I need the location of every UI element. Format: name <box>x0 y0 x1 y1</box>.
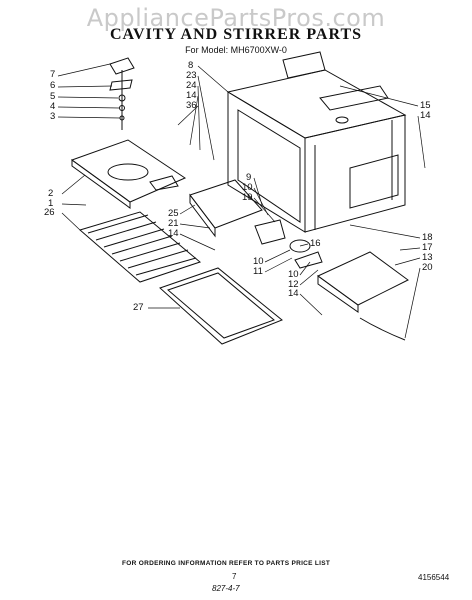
callout-16: 16 <box>310 238 321 249</box>
glass-tray <box>159 267 283 345</box>
callout-9: 9 <box>246 172 252 183</box>
callout-21: 21 <box>168 218 179 229</box>
stirrer-motor <box>254 219 323 269</box>
watermark: AppliancePartsPros.com <box>86 4 386 32</box>
bottom-cover <box>70 139 187 209</box>
callout-4: 4 <box>50 101 56 112</box>
callout-10: 10 <box>253 256 264 267</box>
callout-6: 6 <box>50 80 56 91</box>
oven-rack <box>78 211 202 283</box>
callout-25: 25 <box>168 208 179 219</box>
callout-13: 13 <box>422 252 433 263</box>
callout-14: 14 <box>168 228 179 239</box>
callout-27: 27 <box>133 302 144 313</box>
callout-11: 11 <box>253 266 263 277</box>
callout-23: 23 <box>186 70 197 81</box>
callout-12: 12 <box>288 279 299 290</box>
callout-5: 5 <box>50 91 56 102</box>
page-title: CAVITY AND STIRRER PARTS <box>109 26 363 43</box>
callout-20: 20 <box>422 262 433 273</box>
callout-36: 36 <box>186 100 197 111</box>
callout-26: 26 <box>44 207 55 218</box>
callout-14: 14 <box>420 110 431 121</box>
callout-14: 14 <box>288 288 299 299</box>
stirrer-blade-assembly <box>109 57 135 130</box>
model-line: For Model: MH6700XW-0 <box>185 45 287 55</box>
ordering-note: FOR ORDERING INFORMATION REFER TO PARTS … <box>122 560 331 567</box>
callout-18: 18 <box>422 232 433 243</box>
callout-10: 10 <box>242 182 253 193</box>
callout-2: 2 <box>48 188 54 199</box>
callout-7: 7 <box>50 69 56 80</box>
leader-lines <box>57 63 426 339</box>
cavity-assembly <box>226 51 407 233</box>
callout-3: 3 <box>50 111 56 122</box>
callout-24: 24 <box>186 80 197 91</box>
callout-8: 8 <box>188 60 194 71</box>
callout-1: 1 <box>48 198 54 209</box>
page-number: 7 <box>232 572 237 581</box>
stirrer-cover <box>189 179 263 238</box>
callout-10: 10 <box>288 269 299 280</box>
callout-15: 15 <box>420 100 431 111</box>
callout-19: 19 <box>242 192 253 203</box>
callout-17: 17 <box>422 242 433 253</box>
document-number: 4156544 <box>418 573 450 582</box>
revision-code: 827-4-7 <box>212 584 240 593</box>
mounting-bracket <box>317 251 409 341</box>
callout-14: 14 <box>186 90 197 101</box>
